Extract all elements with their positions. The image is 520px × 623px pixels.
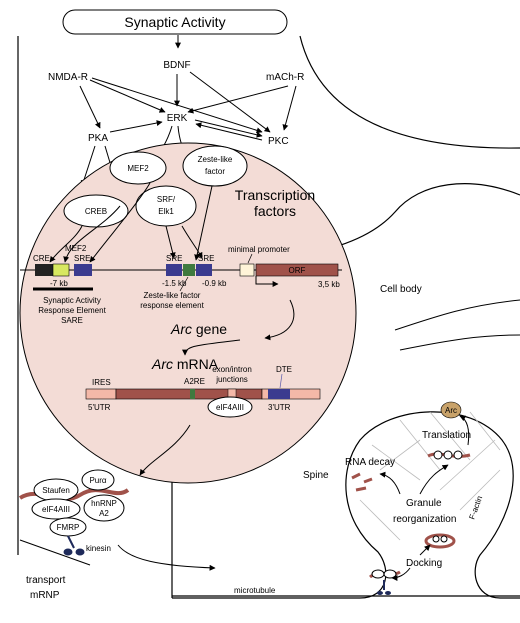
mef2-site-label: MEF2 — [65, 244, 87, 253]
factin-label: F-actin — [467, 495, 484, 521]
dte-box — [268, 389, 290, 399]
bdnf-label: BDNF — [163, 60, 190, 71]
creb-factor — [63, 194, 129, 228]
sare-label-1: Synaptic Activity — [43, 296, 101, 305]
fmrp-label: FMRP — [57, 523, 80, 532]
minimal-promoter-box — [239, 263, 255, 277]
erk-label: ERK — [167, 113, 188, 124]
utr5-box — [85, 388, 117, 400]
zre-label-1: Zeste-like factor — [144, 291, 201, 300]
nmdar-label: NMDA-R — [48, 72, 88, 83]
rna-decay-label: RNA decay — [345, 457, 395, 468]
utr3-box — [261, 388, 321, 400]
granule — [424, 533, 456, 549]
arc-mrna-body — [115, 388, 263, 400]
pura-oval — [81, 469, 115, 491]
sare-label-3: SARE — [61, 316, 83, 325]
sre-box-2 — [166, 264, 182, 276]
degraded-rna — [351, 472, 373, 492]
cell-body-label: Cell body — [380, 284, 422, 295]
translation-label: Translation — [422, 430, 471, 441]
pura-label: Purα — [89, 476, 106, 485]
utr5-label: 5'UTR — [88, 403, 111, 412]
cre-label: CRE — [33, 254, 50, 263]
srf-factor-label-1: SRF/ — [157, 195, 176, 204]
arc-gene-rest: gene — [192, 321, 227, 337]
eif-transport-label: eIF4AIII — [42, 505, 70, 514]
microtubule-label: microtubule — [234, 586, 276, 595]
docked-mrnp — [369, 569, 401, 595]
staufen-label: Staufen — [42, 486, 70, 495]
srf-factor — [135, 185, 197, 227]
sare-label-2: Response Element — [38, 306, 106, 315]
mef2-factor-label: MEF2 — [127, 164, 149, 173]
sre-box-1 — [74, 264, 92, 276]
eif-mrna-oval — [207, 396, 253, 418]
kb09-label: -0.9 kb — [202, 279, 227, 288]
hnrnp-label-2: A2 — [99, 509, 109, 518]
dendrite-branch — [394, 299, 520, 351]
arc-gene-italic: Arc — [170, 321, 192, 337]
arc-gene-label: Arc gene — [170, 321, 227, 337]
tss-arrow — [255, 276, 279, 287]
zre-label-2: response element — [140, 301, 204, 310]
kinesin-label: kinesin — [86, 544, 111, 553]
zre-box — [183, 264, 195, 276]
creb-factor-label: CREB — [85, 207, 107, 216]
docking-label: Docking — [406, 558, 442, 569]
pkc-label: PKC — [268, 136, 289, 147]
hnrnp-oval — [83, 494, 125, 522]
a2re-box — [190, 389, 195, 399]
dte-label: DTE — [276, 365, 292, 374]
kb15-label: -1.5 kb — [162, 279, 187, 288]
cre-box — [35, 264, 53, 276]
zeste-factor-label-1: Zeste-like — [198, 155, 233, 164]
neuron-outline — [17, 35, 520, 599]
machr-label: mACh-R — [266, 72, 304, 83]
zeste-factor — [182, 145, 248, 187]
granule-label-1: Granule — [406, 498, 442, 509]
exon-label-1: exon/intron — [212, 365, 252, 374]
eif-transport-oval — [31, 498, 81, 520]
transport-label-2: mRNP — [30, 590, 60, 601]
pka-label: PKA — [88, 133, 108, 144]
polysome — [427, 450, 471, 460]
sre-box-3 — [196, 264, 212, 276]
spine-label: Spine — [303, 470, 329, 481]
orf-box — [255, 263, 339, 277]
mef2-box — [52, 263, 70, 277]
zeste-factor-label-2: factor — [205, 167, 225, 176]
title-box — [62, 9, 288, 35]
srf-factor-label-2: Elk1 — [158, 207, 174, 216]
tf-heading-1: Transcription — [235, 187, 315, 203]
tf-heading-2: factors — [254, 203, 296, 219]
arc-mrna-rest: mRNA — [173, 356, 219, 372]
utr3-label: 3'UTR — [268, 403, 291, 412]
orf-label: ORF — [289, 266, 306, 275]
kinesin-motor — [63, 535, 85, 556]
eif-mrna-label: eIF4AIII — [216, 403, 244, 412]
arc-mrna-label: Arc mRNA — [151, 356, 219, 372]
mef2-factor — [109, 151, 167, 185]
ires-label: IRES — [92, 378, 111, 387]
arc-mrna-italic: Arc — [151, 356, 173, 372]
factin-network — [359, 411, 501, 541]
sre-label-1: SRE — [74, 254, 90, 263]
granule-label-2: reorganization — [393, 514, 456, 525]
hnrnp-label-1: hnRNP — [91, 499, 117, 508]
a2re-label: A2RE — [184, 377, 205, 386]
sre-label-2: SRE — [166, 254, 182, 263]
arc-protein-label: Arc — [445, 406, 457, 415]
transport-label-1: transport — [26, 575, 66, 586]
title: Synaptic Activity — [124, 14, 225, 30]
transport-microtubule — [19, 539, 91, 566]
kb35-label: 3,5 kb — [318, 280, 340, 289]
exon-label-2: junctions — [215, 375, 248, 384]
arc-protein — [440, 401, 462, 419]
minimal-promoter-label: minimal promoter — [228, 245, 290, 254]
kb7-label: -7 kb — [50, 279, 68, 288]
sre-label-3: SRE — [198, 254, 214, 263]
